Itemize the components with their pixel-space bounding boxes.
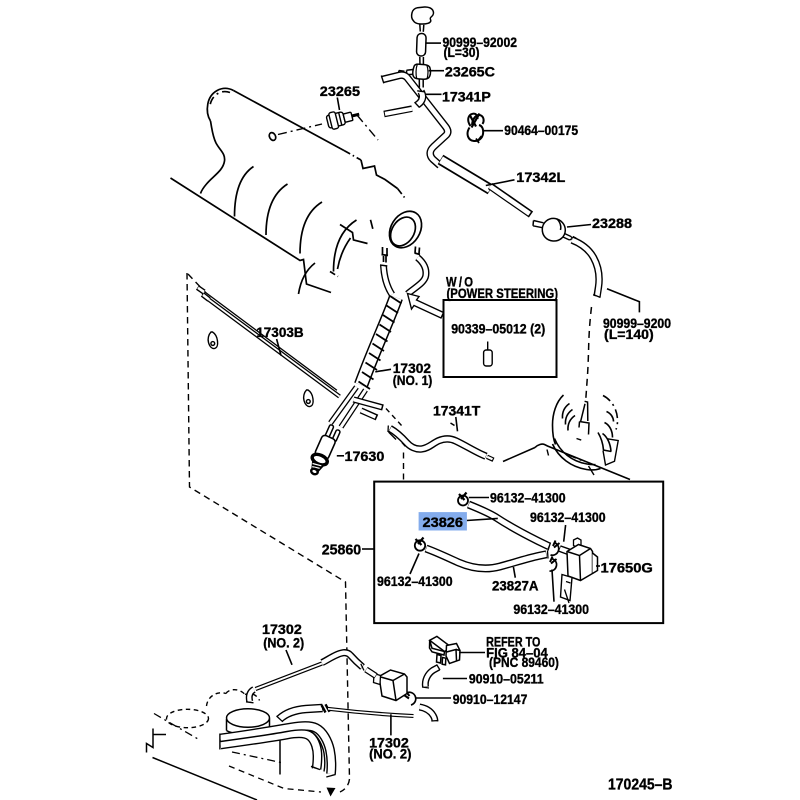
svg-text:17302: 17302 [393,361,431,376]
svg-text:17341P: 17341P [442,89,491,104]
svg-text:(PNC 89460): (PNC 89460) [489,655,559,670]
svg-text:96132–41300: 96132–41300 [513,602,589,617]
svg-text:23265: 23265 [320,84,361,99]
svg-text:17342L: 17342L [516,170,565,185]
svg-text:96132–41300: 96132–41300 [530,510,606,525]
svg-text:17303B: 17303B [256,325,304,340]
svg-text:FIG 84–04: FIG 84–04 [486,645,548,660]
svg-text:90464–00175: 90464–00175 [504,123,578,138]
svg-text:REFER TO: REFER TO [486,635,540,650]
svg-text:17302: 17302 [262,622,302,637]
svg-text:(NO. 2): (NO. 2) [369,747,411,762]
svg-text:17650G: 17650G [601,561,653,576]
svg-text:(L=140): (L=140) [604,327,654,342]
svg-text:90910–12147: 90910–12147 [453,692,528,707]
svg-text:17630: 17630 [345,449,385,464]
svg-text:23288: 23288 [592,216,633,231]
svg-text:(NO. 2): (NO. 2) [263,636,304,651]
svg-text:17341T: 17341T [433,404,481,419]
svg-text:23826: 23826 [423,515,464,530]
svg-text:90999–9200: 90999–9200 [603,316,671,331]
svg-text:96132–41300: 96132–41300 [490,491,566,506]
svg-text:17302: 17302 [369,735,409,750]
svg-text:90339–05012 (2): 90339–05012 (2) [451,321,545,336]
svg-text:25860: 25860 [322,543,361,559]
svg-text:(POWER STEERING): (POWER STEERING) [447,286,559,301]
svg-text:23827A: 23827A [492,579,539,594]
svg-text:96132–41300: 96132–41300 [377,574,453,589]
svg-text:23265C: 23265C [445,65,495,80]
svg-text:90999–92002: 90999–92002 [443,35,518,50]
svg-text:(NO. 1): (NO. 1) [393,373,433,388]
svg-text:(L=30): (L=30) [444,45,480,60]
svg-text:170245–B: 170245–B [608,777,673,794]
svg-text:W / O: W / O [446,275,473,290]
svg-text:90910–05211: 90910–05211 [469,671,544,686]
